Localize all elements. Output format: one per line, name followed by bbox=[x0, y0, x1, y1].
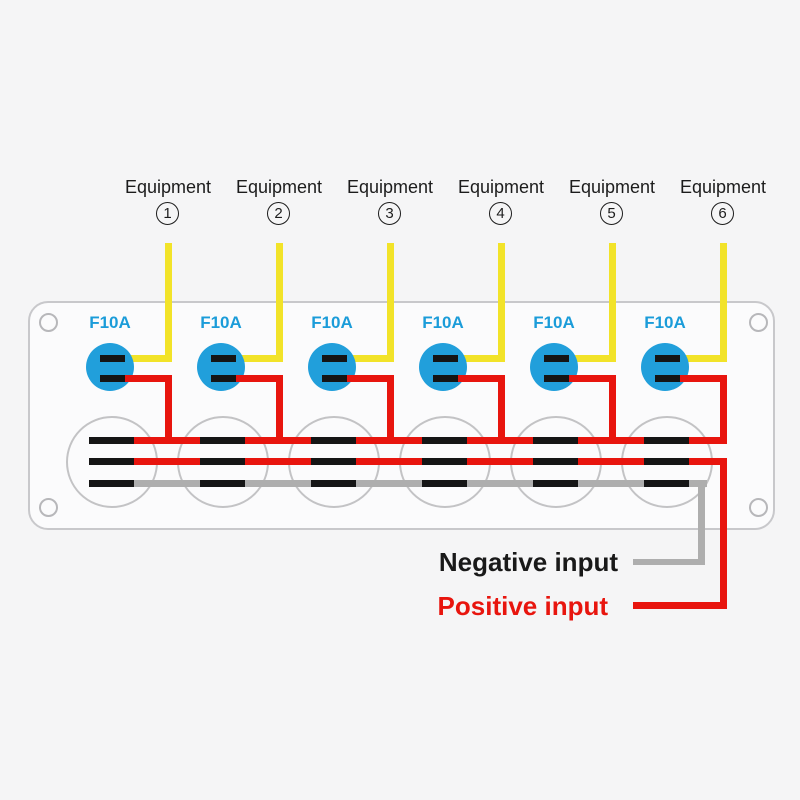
screw-hole bbox=[749, 313, 768, 332]
switch-terminal-middle bbox=[422, 458, 467, 465]
fuse-terminal-top bbox=[655, 355, 680, 362]
fuse-body bbox=[308, 343, 356, 391]
equipment-wire-vertical bbox=[165, 243, 172, 362]
equipment-number: 6 bbox=[718, 205, 727, 222]
fuse-rating-label: F10A bbox=[422, 313, 464, 332]
equipment-number: 5 bbox=[607, 205, 616, 222]
negative-bus-wire bbox=[90, 480, 707, 487]
switch-terminal-bottom bbox=[311, 480, 356, 487]
fuse-rating-label: F10A bbox=[311, 313, 353, 332]
switch-terminal-middle bbox=[89, 458, 134, 465]
fuse-output-wire-horizontal bbox=[347, 375, 394, 382]
switch-terminal-top bbox=[533, 437, 578, 444]
switch-terminal-bottom bbox=[200, 480, 245, 487]
negative-input-wire-horizontal bbox=[633, 559, 705, 565]
fuse-terminal-bottom bbox=[544, 375, 569, 382]
fuse-output-wire-vertical bbox=[609, 375, 616, 444]
fuse-output-wire-vertical bbox=[387, 375, 394, 444]
switch-terminal-middle bbox=[644, 458, 689, 465]
fuse-output-wire-horizontal bbox=[458, 375, 505, 382]
fuse-body bbox=[419, 343, 467, 391]
fuse-terminal-top bbox=[433, 355, 458, 362]
fuse-output-wire-vertical bbox=[165, 375, 172, 444]
positive-input-wire-horizontal bbox=[633, 602, 727, 609]
equipment-number: 4 bbox=[496, 205, 505, 222]
fuse-body bbox=[530, 343, 578, 391]
equipment-wire-vertical bbox=[720, 243, 727, 362]
equipment-number: 1 bbox=[163, 205, 172, 222]
fuse-output-wire-vertical bbox=[498, 375, 505, 444]
switch-terminal-middle bbox=[200, 458, 245, 465]
switch-terminal-top bbox=[644, 437, 689, 444]
fuse-terminal-bottom bbox=[655, 375, 680, 382]
switch-terminal-bottom bbox=[644, 480, 689, 487]
positive-input-wire-vertical bbox=[720, 458, 727, 609]
fuse-terminal-bottom bbox=[433, 375, 458, 382]
fuse-output-wire-horizontal bbox=[236, 375, 283, 382]
switch-terminal-top bbox=[422, 437, 467, 444]
equipment-number-badge: 5 bbox=[600, 202, 623, 225]
equipment-number-badge: 2 bbox=[267, 202, 290, 225]
equipment-wire-vertical bbox=[387, 243, 394, 362]
screw-hole bbox=[749, 498, 768, 517]
switch-terminal-top bbox=[311, 437, 356, 444]
fuse-body bbox=[197, 343, 245, 391]
fuse-terminal-top bbox=[100, 355, 125, 362]
switch-terminal-bottom bbox=[533, 480, 578, 487]
negative-input-wire-vertical bbox=[698, 480, 705, 565]
equipment-wire-horizontal bbox=[125, 355, 172, 362]
positive-bus-wire bbox=[90, 458, 727, 465]
fuse-rating-label: F10A bbox=[533, 313, 575, 332]
screw-hole bbox=[39, 498, 58, 517]
switch-terminal-bottom bbox=[89, 480, 134, 487]
switch-terminal-top bbox=[200, 437, 245, 444]
switch-top-bus-wire bbox=[90, 437, 727, 444]
fuse-terminal-bottom bbox=[322, 375, 347, 382]
equipment-label: Equipment bbox=[235, 177, 323, 197]
fuse-rating-label: F10A bbox=[200, 313, 242, 332]
equipment-wire-horizontal bbox=[680, 355, 727, 362]
equipment-number: 3 bbox=[385, 205, 394, 222]
negative-input-label: Negative input bbox=[438, 547, 618, 577]
equipment-wire-vertical bbox=[498, 243, 505, 362]
switch-terminal-top bbox=[89, 437, 134, 444]
fuse-body bbox=[641, 343, 689, 391]
equipment-label: Equipment bbox=[124, 177, 212, 197]
fuse-output-wire-vertical bbox=[720, 375, 727, 444]
fuse-rating-label: F10A bbox=[89, 313, 131, 332]
fuse-terminal-bottom bbox=[211, 375, 236, 382]
switch-terminal-bottom bbox=[422, 480, 467, 487]
fuse-output-wire-vertical bbox=[276, 375, 283, 444]
switch-terminal-middle bbox=[533, 458, 578, 465]
equipment-number-badge: 4 bbox=[489, 202, 512, 225]
equipment-wire-horizontal bbox=[569, 355, 616, 362]
fuse-body bbox=[86, 343, 134, 391]
equipment-label: Equipment bbox=[679, 177, 767, 197]
fuse-output-wire-horizontal bbox=[125, 375, 172, 382]
equipment-number-badge: 1 bbox=[156, 202, 179, 225]
equipment-wire-horizontal bbox=[458, 355, 505, 362]
fuse-terminal-top bbox=[544, 355, 569, 362]
fuse-terminal-top bbox=[322, 355, 347, 362]
fuse-terminal-bottom bbox=[100, 375, 125, 382]
equipment-wire-vertical bbox=[276, 243, 283, 362]
fuse-output-wire-horizontal bbox=[680, 375, 727, 382]
equipment-wire-horizontal bbox=[347, 355, 394, 362]
fuse-output-wire-horizontal bbox=[569, 375, 616, 382]
equipment-wire-horizontal bbox=[236, 355, 283, 362]
screw-hole bbox=[39, 313, 58, 332]
equipment-label: Equipment bbox=[457, 177, 545, 197]
fuse-terminal-top bbox=[211, 355, 236, 362]
equipment-number-badge: 3 bbox=[378, 202, 401, 225]
switch-terminal-middle bbox=[311, 458, 356, 465]
positive-input-label: Positive input bbox=[437, 591, 608, 621]
fuse-rating-label: F10A bbox=[644, 313, 686, 332]
equipment-wire-vertical bbox=[609, 243, 616, 362]
equipment-label: Equipment bbox=[568, 177, 656, 197]
equipment-label: Equipment bbox=[346, 177, 434, 197]
equipment-number-badge: 6 bbox=[711, 202, 734, 225]
equipment-number: 2 bbox=[274, 205, 283, 222]
